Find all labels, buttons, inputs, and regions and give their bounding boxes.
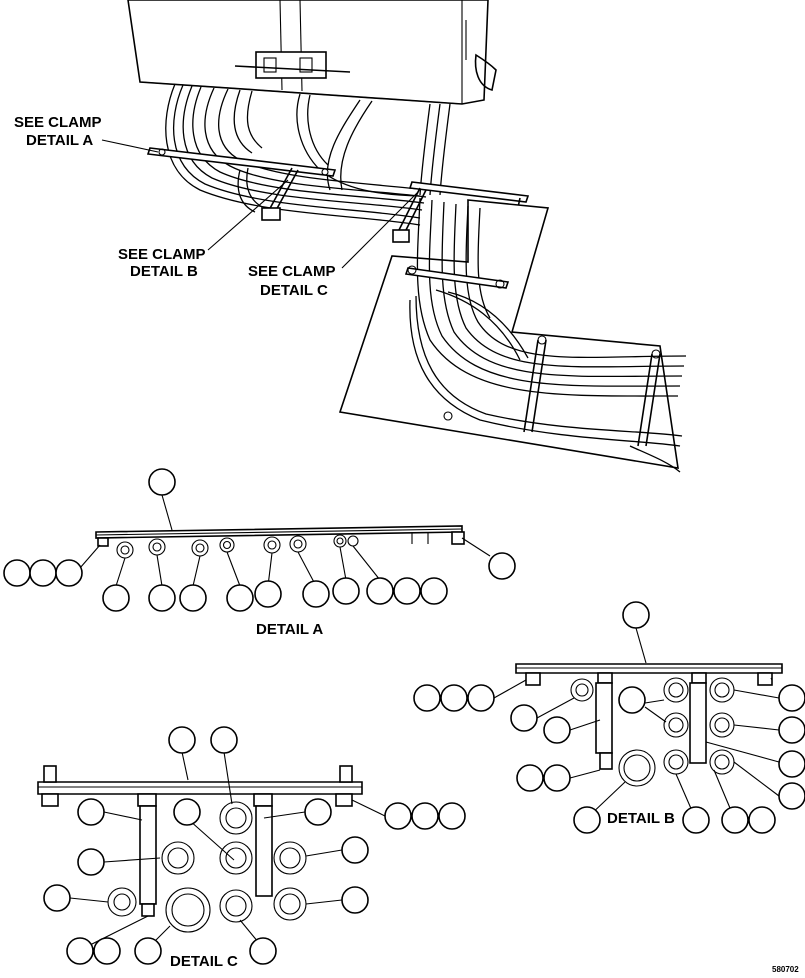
callout-clamp-c-line2: DETAIL C (260, 282, 328, 299)
balloon (440, 684, 468, 712)
balloon (778, 782, 805, 810)
callout-clamp-b: SEE CLAMP DETAIL B (118, 246, 206, 280)
cabinet (127, 0, 497, 105)
figure-number: 580702 (772, 965, 799, 974)
detail-b-balloons (413, 601, 805, 834)
balloon (3, 559, 31, 587)
detail-a: DETAIL A (3, 468, 516, 638)
balloon (29, 559, 57, 587)
balloon (249, 937, 277, 965)
detail-c-clamp-loops (107, 801, 307, 933)
balloon (384, 802, 412, 830)
balloon (488, 552, 516, 580)
balloon (43, 884, 71, 912)
detail-a-title: DETAIL A (256, 621, 323, 638)
detail-a-balloons (3, 468, 516, 612)
detail-b-title: DETAIL B (607, 810, 675, 827)
balloon (304, 798, 332, 826)
balloon (173, 798, 201, 826)
callout-clamp-b-line2: DETAIL B (130, 263, 198, 280)
balloon (179, 584, 207, 612)
balloon (778, 684, 805, 712)
balloon (55, 559, 83, 587)
balloon (134, 937, 162, 965)
mounting-plate (338, 199, 679, 469)
balloon (438, 802, 466, 830)
balloon (543, 716, 571, 744)
balloon (573, 806, 601, 834)
balloon (77, 848, 105, 876)
balloon (682, 806, 710, 834)
balloon (420, 577, 448, 605)
callout-clamp-a: SEE CLAMP DETAIL A (14, 114, 102, 149)
clamp-bar-c (392, 181, 530, 243)
balloon (77, 798, 105, 826)
cable-bundle-lower (409, 197, 687, 473)
balloon (411, 802, 439, 830)
detail-c: DETAIL C (37, 726, 466, 970)
balloon (254, 580, 282, 608)
balloon (102, 584, 130, 612)
balloon (467, 684, 495, 712)
balloon (168, 726, 196, 754)
balloon (210, 726, 238, 754)
balloon (748, 806, 776, 834)
balloon (341, 836, 369, 864)
balloon (302, 580, 330, 608)
detail-b: DETAIL B (413, 601, 805, 834)
detail-a-clamp-loops (116, 534, 359, 559)
balloon (366, 577, 394, 605)
balloon (721, 806, 749, 834)
balloon (148, 468, 176, 496)
callout-clamp-a-line1: SEE CLAMP (14, 114, 102, 131)
balloon (413, 684, 441, 712)
clamp-bar-a (146, 147, 337, 177)
balloon (778, 750, 805, 778)
callout-clamp-a-line2: DETAIL A (26, 132, 93, 149)
callout-clamp-b-line1: SEE CLAMP (118, 246, 206, 263)
balloon (93, 937, 121, 965)
balloon (66, 937, 94, 965)
balloon (148, 584, 176, 612)
balloon (510, 704, 538, 732)
callout-leaders (101, 139, 419, 269)
detail-c-balloons (43, 726, 466, 965)
balloon (543, 764, 571, 792)
detail-c-title: DETAIL C (170, 953, 238, 970)
balloon (778, 716, 805, 744)
balloon (618, 686, 646, 714)
balloon (393, 577, 421, 605)
balloon (516, 764, 544, 792)
balloon (226, 584, 254, 612)
detail-b-leaders (493, 627, 780, 821)
detail-c-leaders (69, 751, 386, 951)
callout-clamp-c: SEE CLAMP DETAIL C (248, 263, 336, 299)
clamp-rod-1 (404, 265, 661, 447)
clamp-bar-b (261, 167, 299, 221)
balloon (622, 601, 650, 629)
callout-clamp-c-line1: SEE CLAMP (248, 263, 336, 280)
balloon (332, 577, 360, 605)
balloon (341, 886, 369, 914)
